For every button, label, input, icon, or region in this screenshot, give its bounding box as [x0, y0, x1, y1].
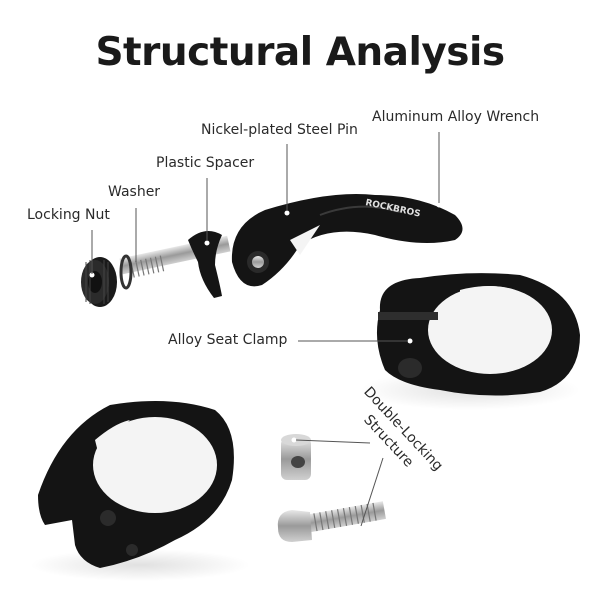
locking-nut [81, 257, 117, 307]
label-plastic-spacer: Plastic Spacer [156, 155, 255, 171]
label-washer: Washer [108, 184, 161, 200]
washer [119, 254, 133, 290]
label-steel-pin: Nickel-plated Steel Pin [201, 122, 358, 138]
alloy-seat-clamp-lower [30, 401, 250, 581]
label-locking-nut: Locking Nut [27, 207, 110, 223]
label-seat-clamp: Alloy Seat Clamp [168, 332, 288, 348]
label-wrench: Aluminum Alloy Wrench [372, 109, 540, 125]
alloy-seat-clamp-upper [360, 273, 580, 410]
quick-release-lever: ROCKBROS [81, 194, 463, 307]
clamp-bolt [277, 501, 386, 542]
plastic-spacer [188, 231, 222, 298]
barrel-nut [281, 434, 311, 480]
leader-lines [91, 132, 440, 527]
aluminum-wrench [231, 194, 463, 287]
page-title: Structural Analysis [95, 30, 505, 75]
